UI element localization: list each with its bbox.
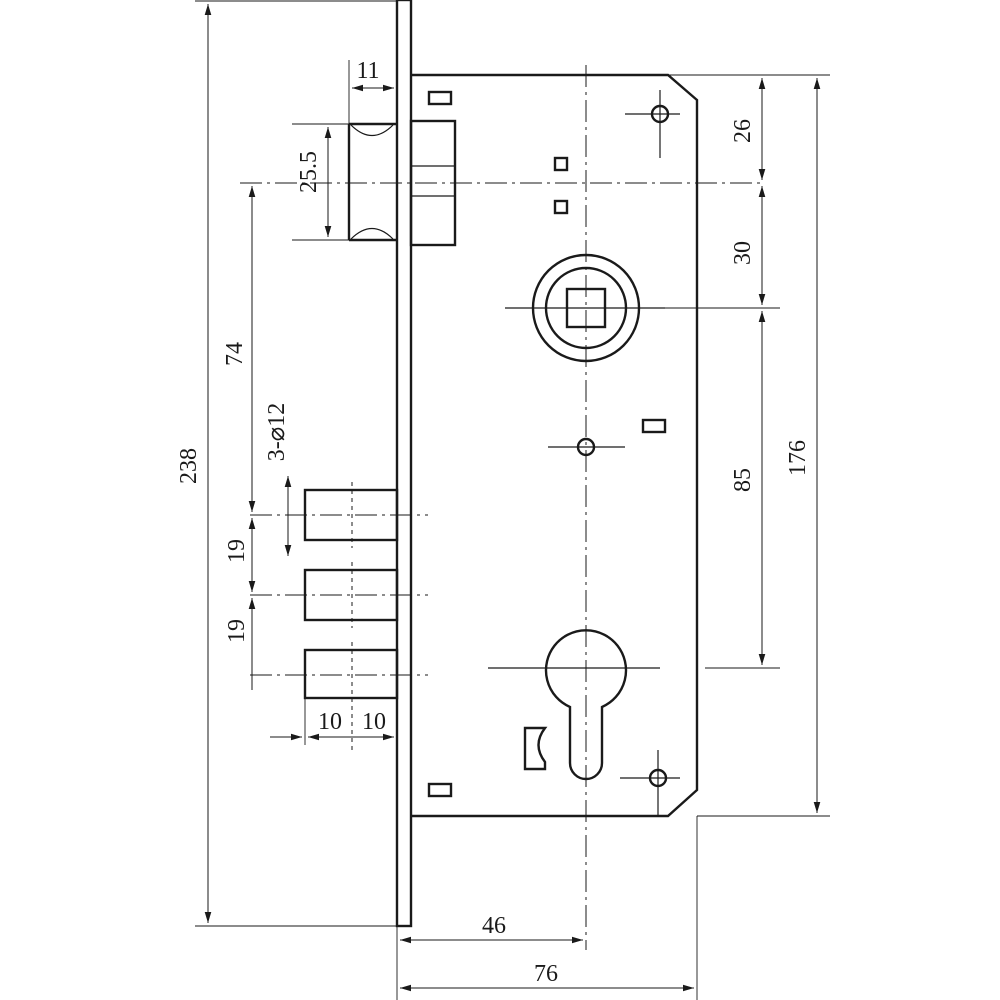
dim-label-bolt-pitch-1: 19 (224, 539, 250, 563)
centerlines (240, 65, 765, 950)
dim-label-spindle-to-marker: 30 (730, 241, 756, 265)
dim-label-bolt-throw-2: 10 (362, 709, 386, 735)
dim-label-backset: 46 (482, 913, 506, 939)
extension-lines (195, 0, 830, 1000)
screw-hole-bottom (620, 750, 680, 815)
dim-label-bolt-throw-1: 10 (318, 709, 342, 735)
spindle-hub (505, 253, 665, 363)
dim-label-case-depth: 76 (534, 961, 558, 987)
dim-label-latch-height: 25.5 (296, 151, 322, 193)
dimension-lines (204, 4, 821, 992)
dim-label-faceplate-height: 238 (176, 448, 202, 484)
dim-label-latch-width: 11 (356, 58, 379, 84)
dim-label-bolt-diameter: 3-⌀12 (264, 403, 290, 461)
deadbolt-3 (303, 642, 399, 750)
dim-label-marker-to-cylinder: 85 (730, 468, 756, 492)
dim-label-top-to-spindle: 26 (730, 119, 756, 143)
case-details (427, 90, 667, 798)
dim-label-total-case-height: 176 (785, 440, 811, 476)
dim-label-backset-to-bolt: 74 (222, 342, 248, 366)
dim-label-bolt-pitch-2: 19 (224, 619, 250, 643)
faceplate (395, 0, 413, 928)
lock-case (411, 73, 699, 818)
cylinder-hole (488, 629, 660, 781)
screw-hole-top (625, 90, 680, 158)
